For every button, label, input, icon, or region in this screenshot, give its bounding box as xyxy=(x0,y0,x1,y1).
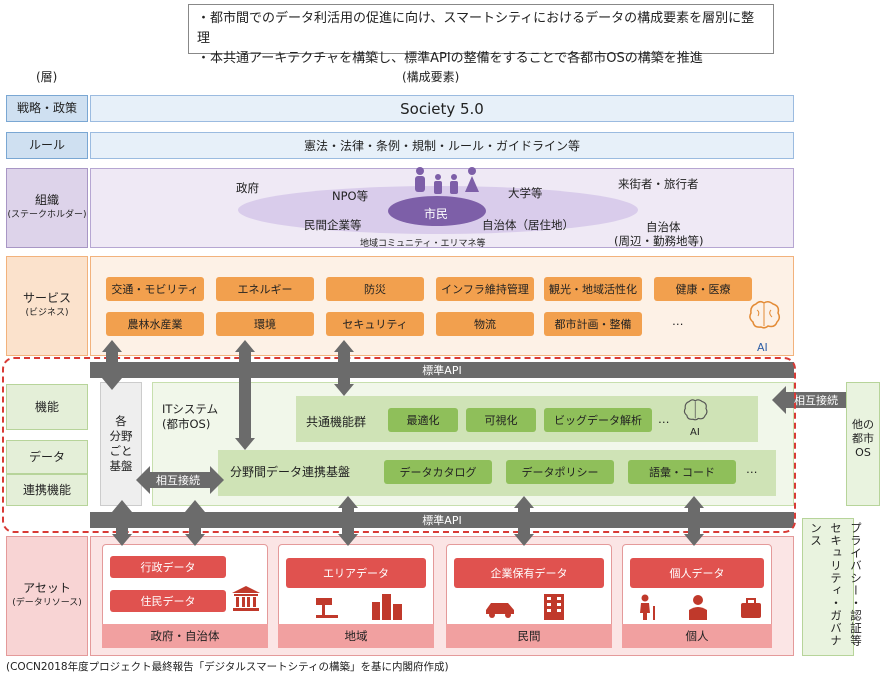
elements-header: (構成要素) xyxy=(402,70,460,84)
service-infra: インフラ維持管理 xyxy=(436,277,534,301)
vocabulary-item: 語彙・コード xyxy=(628,460,736,484)
service-mobility: 交通・モビリティ xyxy=(106,277,204,301)
summary-note: ・都市間でのデータ利活用の促進に向け、スマートシティにおけるデータの構成要素を層… xyxy=(188,4,774,66)
data-catalog-item: データカタログ xyxy=(384,460,492,484)
org-label-text: 組織 xyxy=(34,193,59,207)
standard-api-bottom: 標準API xyxy=(90,512,794,528)
family-icon xyxy=(415,167,479,194)
source-caption: (COCN2018年度プロジェクト最終報告「デジタルスマートシティの構築」を基に… xyxy=(6,661,449,673)
npo-label: NPO等 xyxy=(332,189,369,203)
strategy-label-text: 戦略・政策 xyxy=(16,101,77,115)
common-ellipsis: … xyxy=(658,412,670,426)
other-city-label: 他の 都市 OS xyxy=(852,418,874,459)
community-label: 地域コミュニティ・エリマネ等 xyxy=(360,239,486,249)
asset-label-text: アセット xyxy=(23,581,71,595)
government-building-icon xyxy=(232,586,260,611)
privacy-box xyxy=(802,518,854,656)
asset-layer-label: アセット (データリソース) xyxy=(6,536,88,656)
asset-sub-text: (データリソース) xyxy=(12,598,82,608)
city-os-highlight xyxy=(2,357,796,533)
admin-data: 行政データ xyxy=(110,556,226,578)
service-layer-label: サービス (ビジネス) xyxy=(6,256,88,356)
local-gov-label: 自治体（居住地） xyxy=(482,218,574,232)
data-label-text: データ xyxy=(28,449,65,464)
rules-content: 憲法・法律・条例・規制・ルール・ガイドライン等 xyxy=(90,132,794,159)
field-platform: 各 分野 ごと 基盤 xyxy=(100,382,142,506)
society-text: Society 5.0 xyxy=(400,99,484,118)
org-sub-text: (ステークホルダー) xyxy=(7,210,87,220)
optimize-item: 最適化 xyxy=(388,408,458,432)
visitor-label: 来街者・旅行者 xyxy=(618,177,699,191)
function-ai-label: AI xyxy=(690,427,700,438)
it-system-label: ITシステム (都市OS) xyxy=(162,402,219,431)
city-buildings-icon xyxy=(372,594,402,620)
note-line-2: ・本共通アーキテクチャを構築し、標準APIの整備をすることで各都市OSの構築を推… xyxy=(197,51,703,66)
strategy-content: Society 5.0 xyxy=(90,95,794,122)
strategy-layer-label: 戦略・政策 xyxy=(6,95,88,122)
standard-api-top: 標準API xyxy=(90,362,794,378)
area-data: エリアデータ xyxy=(286,558,426,588)
service-energy: エネルギー xyxy=(216,277,314,301)
rules-text: 憲法・法律・条例・規制・ルール・ガイドライン等 xyxy=(303,139,580,153)
person-icon xyxy=(689,595,707,620)
local-gov2-label: 自治体 xyxy=(646,220,681,234)
rules-label-text: ルール xyxy=(28,138,65,152)
service-env: 環境 xyxy=(216,312,314,336)
mutual-arrow-left xyxy=(136,466,224,494)
mutual-left-label: 相互接続 xyxy=(156,474,200,487)
car-icon xyxy=(486,603,514,618)
service-content xyxy=(90,256,794,356)
bag-icon xyxy=(741,598,761,618)
service-security: セキュリティ xyxy=(326,312,424,336)
service-disaster: 防災 xyxy=(326,277,424,301)
service-label-text: サービス xyxy=(22,291,71,305)
asset-footer-personal: 個人 xyxy=(622,624,772,648)
cross-ellipsis: … xyxy=(746,462,758,476)
common-group-label: 共通機能群 xyxy=(306,415,367,429)
gov-label: 政府 xyxy=(236,181,259,195)
service-tourism: 観光・地域活性化 xyxy=(544,277,642,301)
elderly-person-icon xyxy=(640,594,655,620)
service-ai-label: AI xyxy=(757,341,768,354)
ai-brain-icon xyxy=(749,300,781,329)
asset-footer-private: 民間 xyxy=(446,624,612,648)
cross-platform-label: 分野間データ連携基盤 xyxy=(230,465,351,479)
note-line-1: ・都市間でのデータ利活用の促進に向け、スマートシティにおけるデータの構成要素を層… xyxy=(197,11,755,46)
other-city-box xyxy=(846,382,880,506)
service-logistics: 物流 xyxy=(436,312,534,336)
mutual-right-label: 相互接続 xyxy=(794,394,838,407)
data-label: データ xyxy=(6,440,88,474)
company-data: 企業保有データ xyxy=(454,558,604,588)
service-agri: 農林水産業 xyxy=(106,312,204,336)
personal-data: 個人データ xyxy=(630,558,764,588)
service-sub-text: (ビジネス) xyxy=(25,308,69,318)
service-urban: 都市計画・整備 xyxy=(544,312,642,336)
link-label: 連携機能 xyxy=(6,474,88,506)
asset-footer-area: 地域 xyxy=(278,624,434,648)
data-policy-item: データポリシー xyxy=(506,460,614,484)
office-building-icon xyxy=(544,594,564,620)
link-label-text: 連携機能 xyxy=(22,482,71,497)
rules-layer-label: ルール xyxy=(6,132,88,159)
org-layer-label: 組織 (ステークホルダー) xyxy=(6,168,88,248)
service-ellipsis: … xyxy=(672,314,684,328)
visualize-item: 可視化 xyxy=(466,408,536,432)
private-label: 民間企業等 xyxy=(304,218,362,232)
citizen-label: 市民 xyxy=(424,207,449,221)
service-health: 健康・医療 xyxy=(654,277,752,301)
function-label-text: 機能 xyxy=(34,399,59,414)
bigdata-item: ビッグデータ解析 xyxy=(544,408,652,432)
function-label: 機能 xyxy=(6,384,88,430)
local-gov2-sub: (周辺・勤務地等) xyxy=(614,234,704,248)
asset-footer-gov: 政府・自治体 xyxy=(102,624,268,648)
function-ai-brain-icon xyxy=(683,399,708,421)
univ-label: 大学等 xyxy=(508,186,543,200)
resident-data: 住民データ xyxy=(110,590,226,612)
cctv-camera-icon xyxy=(316,598,338,618)
citizen-ellipse xyxy=(388,196,486,226)
privacy-label: プライバシー・認証等 セキュリティ・ガバナンス xyxy=(809,522,863,647)
layer-header: (層) xyxy=(36,70,58,84)
